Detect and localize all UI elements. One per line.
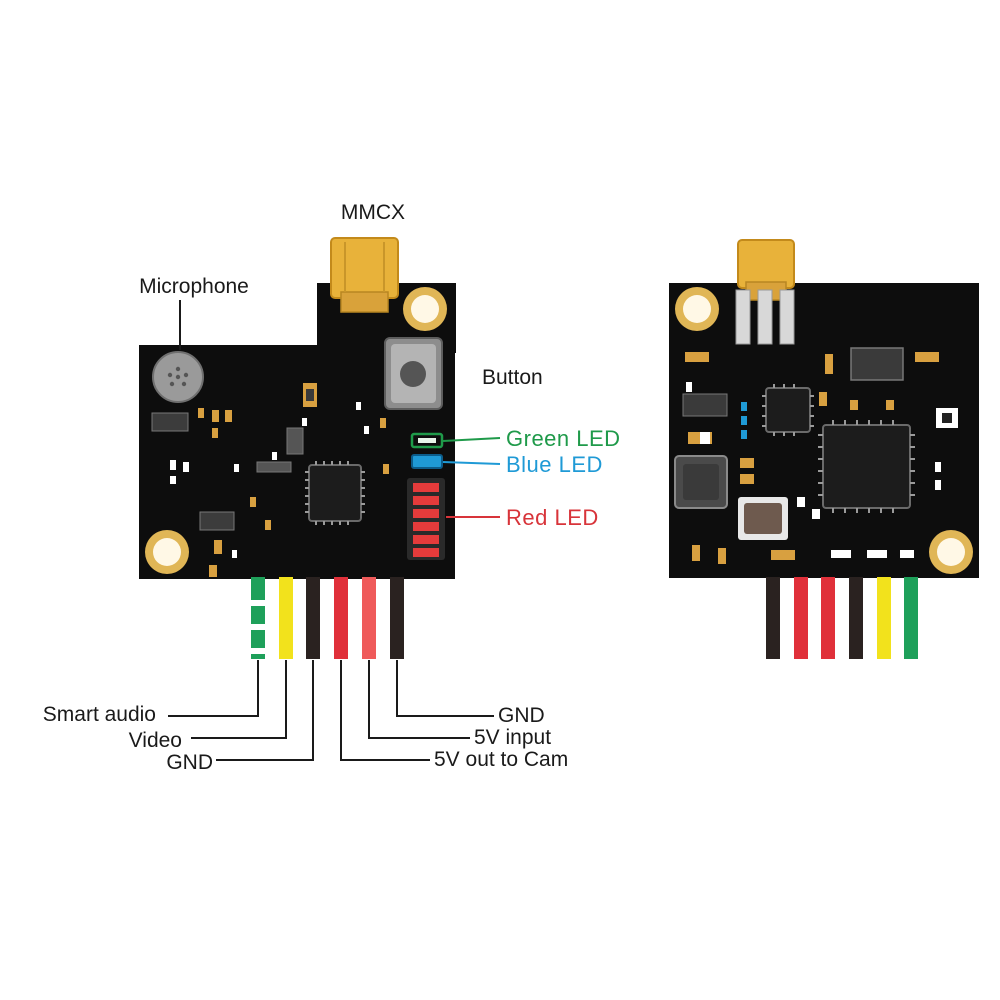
leader-5v-input [368, 660, 470, 739]
wire-green [904, 577, 918, 659]
label-microphone: Microphone [139, 275, 249, 298]
front-mcu-chip [305, 461, 365, 525]
label-button: Button [482, 366, 543, 389]
label-5v-out: 5V out to Cam [434, 748, 568, 771]
label-blue-led: Blue LED [506, 452, 603, 477]
back-board [669, 239, 979, 659]
label-smart-audio: Smart audio [43, 703, 156, 726]
leader-gnd-left [216, 660, 314, 761]
front-smd-components [151, 383, 389, 577]
microphone-component [152, 351, 204, 403]
back-smd-components [685, 352, 941, 564]
back-wires [766, 577, 918, 659]
back-transistor [682, 393, 728, 417]
leader-green-led [442, 437, 501, 442]
mounting-hole [675, 287, 719, 331]
wire-black [390, 577, 404, 659]
leader-gnd-right [396, 660, 494, 717]
leader-smart-audio [168, 660, 259, 717]
wire-red-light [362, 577, 376, 659]
push-button-component [384, 337, 443, 410]
front-board [139, 237, 456, 659]
mmcx-connector [330, 237, 399, 313]
wire-yellow [877, 577, 891, 659]
label-gnd-right: GND [498, 704, 545, 727]
mounting-hole [145, 530, 189, 574]
back-main-chip [818, 420, 915, 513]
label-5v-input: 5V input [474, 726, 551, 749]
wire-black [849, 577, 863, 659]
label-video: Video [129, 729, 182, 752]
wire-red [794, 577, 808, 659]
mounting-hole [403, 287, 447, 331]
wire-green [251, 577, 265, 659]
mounting-hole [929, 530, 973, 574]
leader-5v-out [340, 660, 430, 761]
leader-video [191, 660, 287, 739]
back-small-chip [762, 384, 814, 436]
wire-red [821, 577, 835, 659]
label-green-led: Green LED [506, 426, 621, 451]
red-led-array [407, 478, 445, 560]
back-regulator [850, 347, 904, 381]
label-gnd-left: GND [166, 751, 213, 774]
wire-yellow [279, 577, 293, 659]
leader-lines [168, 300, 501, 761]
label-mmcx: MMCX [341, 201, 405, 224]
wire-black [306, 577, 320, 659]
blue-led-component [411, 454, 443, 469]
leader-blue-led [442, 461, 501, 465]
mmcx-connector-back [735, 239, 795, 345]
label-red-led: Red LED [506, 505, 599, 530]
front-wires [251, 577, 404, 659]
wire-black [766, 577, 780, 659]
wire-red [334, 577, 348, 659]
